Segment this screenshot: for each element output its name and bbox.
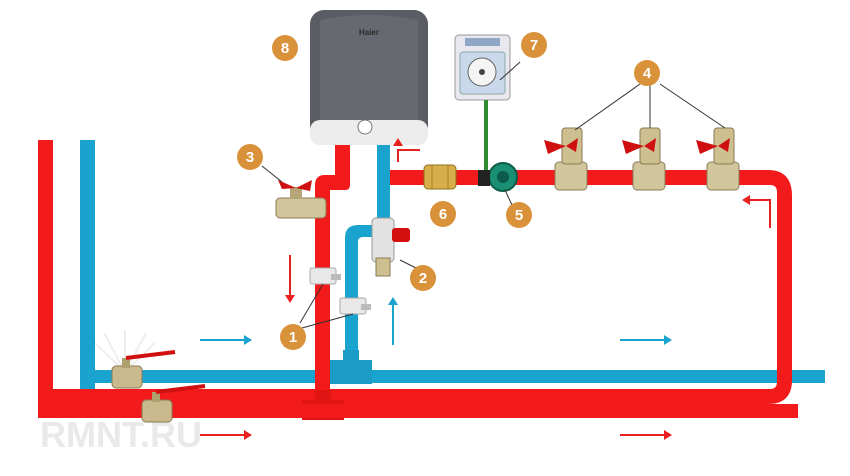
flow-arrows: [200, 138, 771, 440]
flow-arrow-icon: [620, 430, 672, 440]
cold-line-valve-icon: [339, 297, 371, 315]
hot-line-valve-icon: [309, 267, 341, 285]
cold-riser-pipe: [80, 140, 95, 392]
badge-label: 3: [246, 149, 254, 166]
cold-supply-pipe: [345, 225, 382, 374]
hot-main-pipe: [38, 404, 798, 418]
badge-heater-valve: 3: [237, 144, 263, 170]
watermark-text: RMNT.RU: [40, 414, 202, 455]
badge-safety-valve: 2: [410, 265, 436, 291]
branch-ball-valve-1-icon: [544, 127, 588, 191]
circulation-pump-icon: [478, 162, 518, 192]
water-heater-icon: Haier: [310, 10, 428, 145]
badge-pump: 5: [506, 202, 532, 228]
badge-label: 8: [281, 40, 289, 57]
flow-arrow-icon: [388, 297, 398, 345]
hot-tee-neck: [315, 390, 331, 404]
badge-label: 1: [289, 329, 297, 346]
hot-riser-pipe: [38, 140, 53, 418]
badge-label: 5: [515, 207, 523, 224]
cold-main-pipe: [80, 370, 825, 383]
riser-ball-valve-cold: [111, 350, 176, 389]
flow-arrow-icon: [742, 195, 771, 228]
callout-badges: 8 7 3 4 6 5 2 1: [237, 32, 660, 350]
badge-label: 7: [530, 37, 538, 54]
safety-valve-icon: [371, 217, 410, 277]
timer-relay-icon: [454, 34, 511, 101]
control-cable: [484, 100, 488, 170]
cold-inlet-pipe-top: [377, 142, 390, 222]
badge-heater: 8: [272, 35, 298, 61]
heater-brand-label: Haier: [359, 28, 379, 37]
branch-ball-valve-2-icon: [622, 127, 666, 191]
heater-ball-valve-icon: [275, 180, 327, 219]
badge-label: 6: [439, 206, 447, 223]
flow-arrow-icon: [393, 138, 420, 162]
badge-label: 4: [643, 65, 652, 82]
flow-arrow-icon: [620, 335, 672, 345]
flow-arrow-icon: [285, 255, 295, 303]
watermark: RMNT.RU: [40, 330, 202, 455]
cold-tee-neck: [343, 350, 359, 364]
branch-ball-valve-3-icon: [696, 127, 740, 191]
badge-line-valves: 1: [280, 324, 306, 350]
flow-arrow-icon: [200, 335, 252, 345]
leader-lines: [261, 61, 726, 329]
badge-timer: 7: [521, 32, 547, 58]
badge-branch-valves: 4: [634, 60, 660, 86]
check-valve-icon: [423, 164, 457, 190]
badge-label: 2: [419, 270, 427, 287]
riser-ball-valve-hot: [141, 384, 206, 423]
badge-check-valve: 6: [430, 201, 456, 227]
flow-arrow-icon: [200, 430, 252, 440]
